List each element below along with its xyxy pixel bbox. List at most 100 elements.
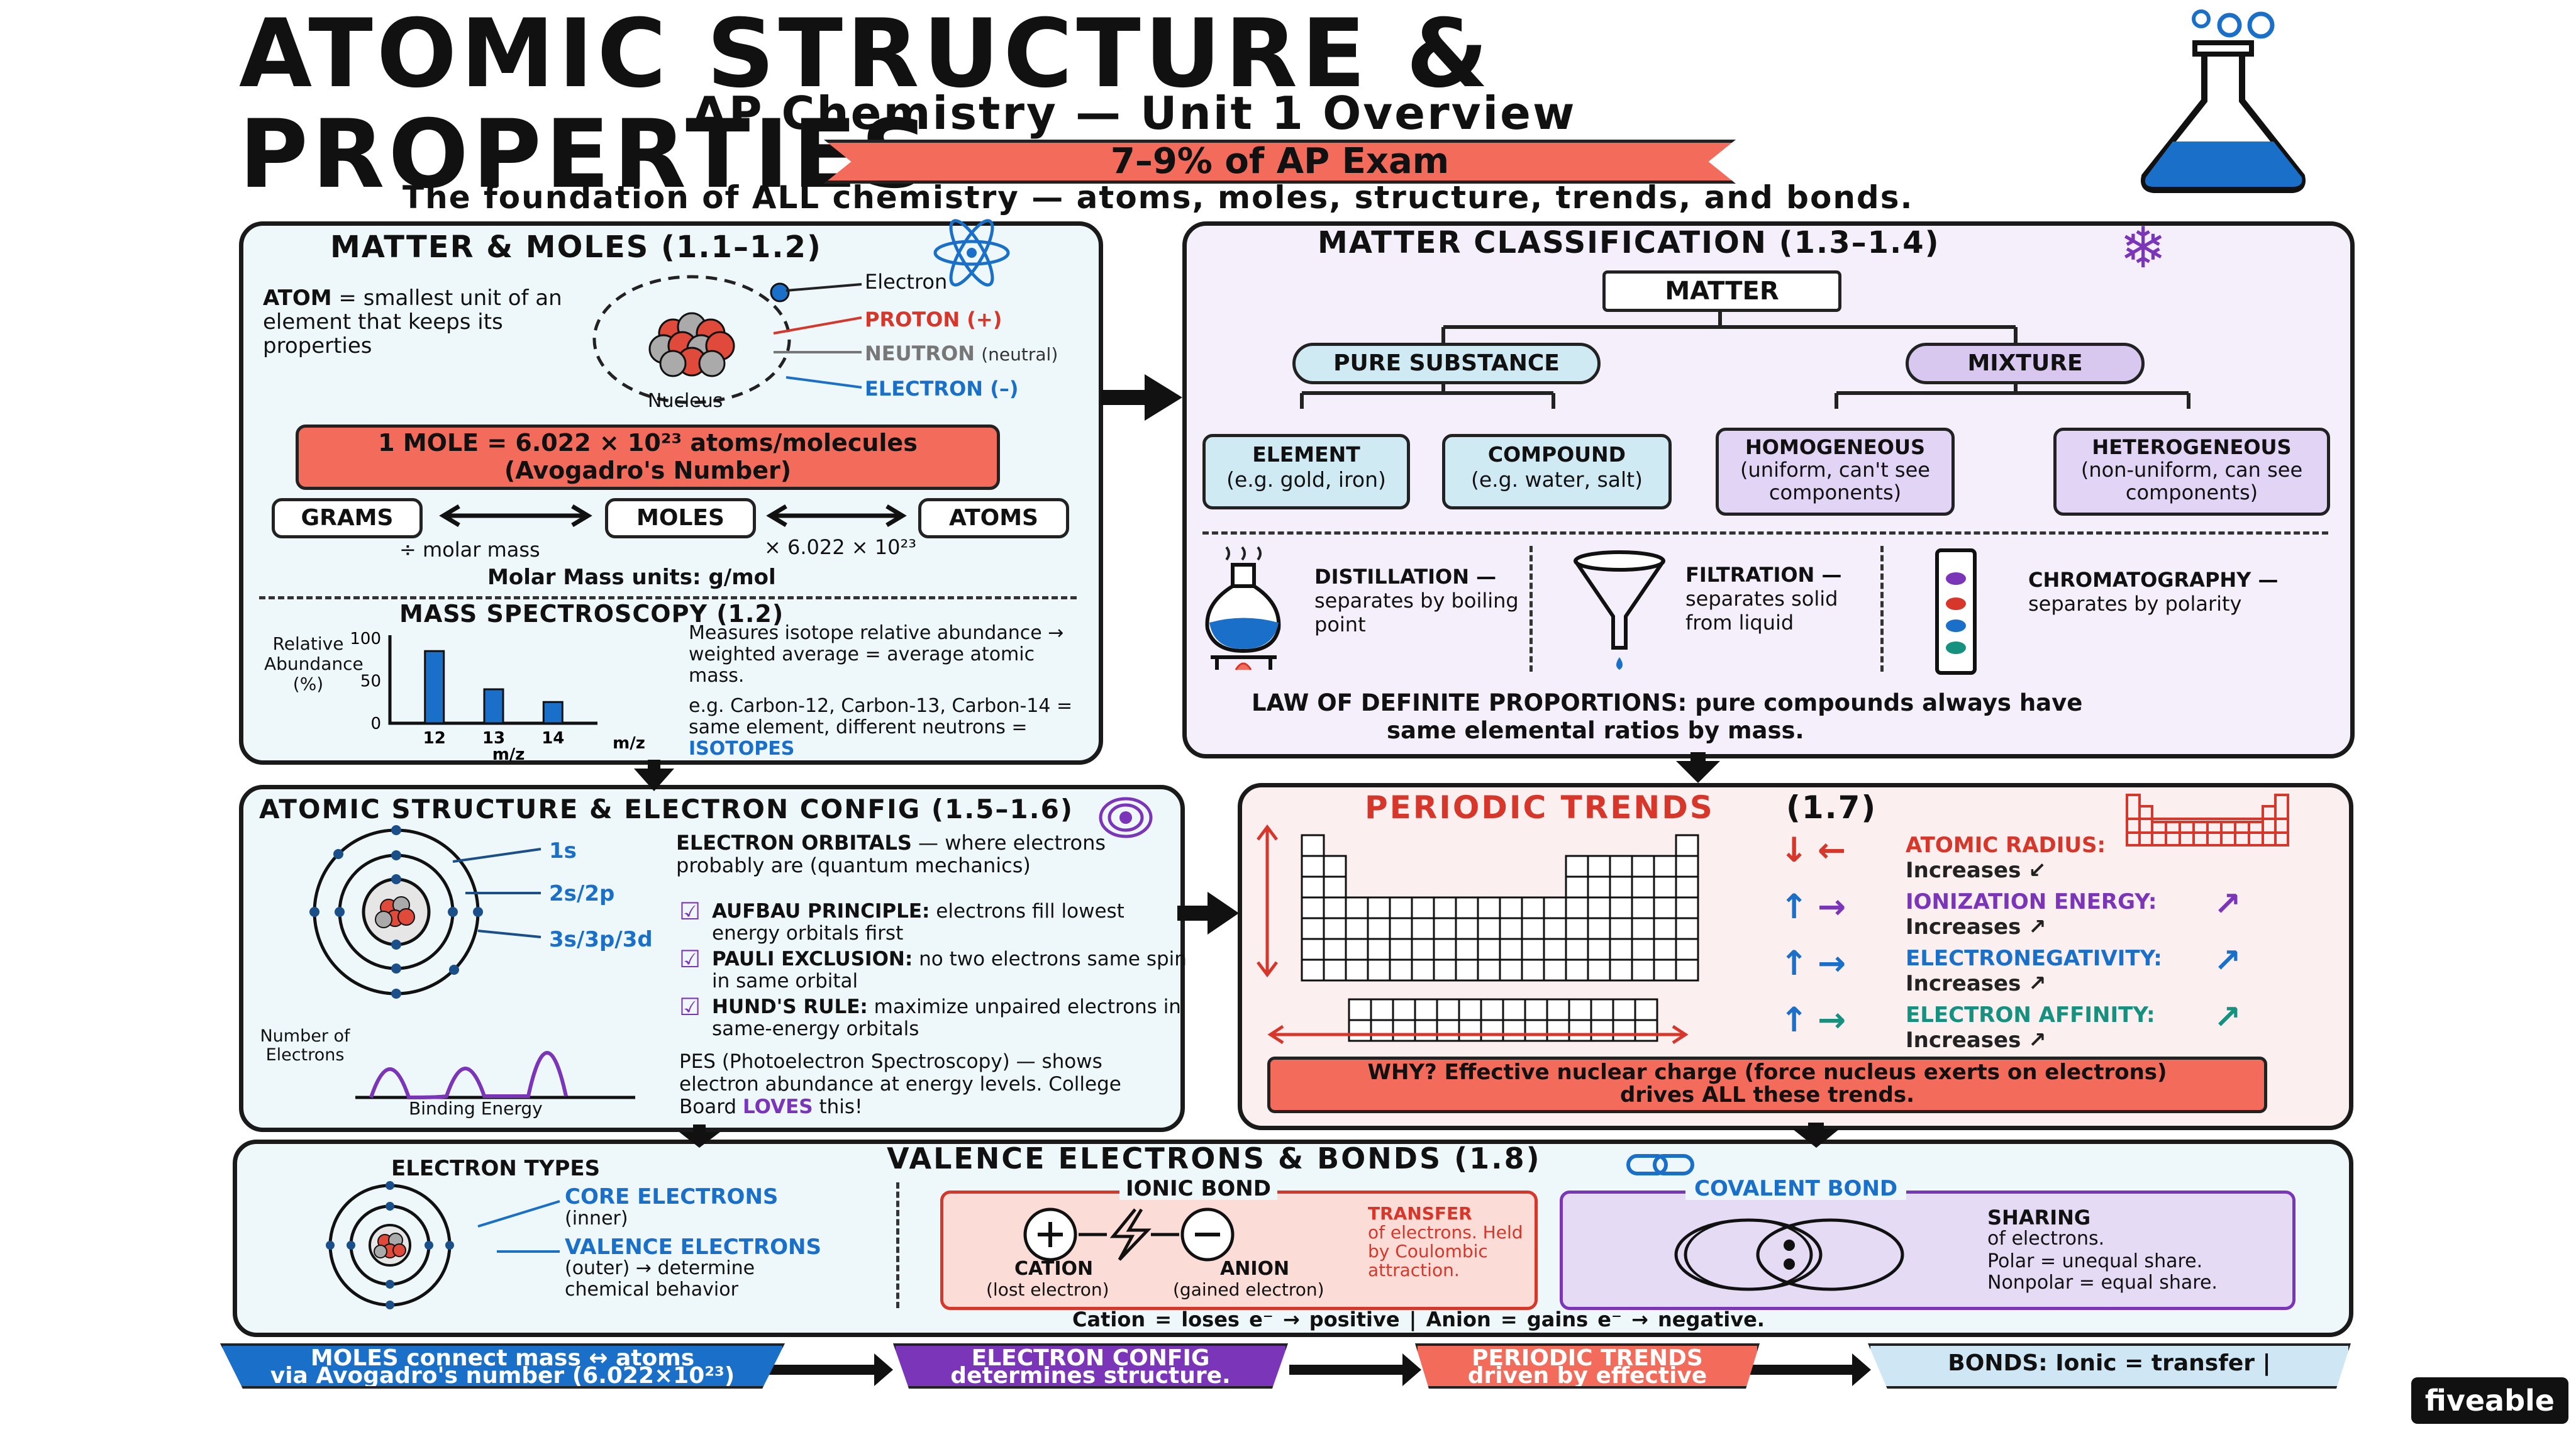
- compound-label: COMPOUND: [1487, 442, 1626, 467]
- atom-diagram: [592, 275, 791, 404]
- mass-spec-title: MASS SPECTROSCOPY (1.2): [399, 600, 784, 628]
- distillation-icon: [1205, 546, 1281, 670]
- trend-name: ELECTRON AFFINITY:: [1906, 1002, 2155, 1028]
- x-tick-label: 12: [423, 729, 446, 748]
- sharing-label: SHARING: [1987, 1206, 2091, 1230]
- trend-item: ↓← ATOMIC RADIUS:Increases ↙: [1780, 830, 2321, 884]
- pes-description: PES (Photoelectron Spectroscopy) — shows…: [679, 1050, 1121, 1118]
- atom-icon: [933, 219, 1010, 287]
- down-arrow-icon: ↓: [1780, 830, 1809, 870]
- electron-charge-label: ELECTRON (–): [865, 377, 1019, 401]
- atom-definition: = smallest unit of an element that keeps…: [263, 286, 562, 358]
- y-tick-label: 0: [370, 714, 381, 733]
- classification-tree-lines: [1300, 308, 2190, 409]
- page-title: ATOMIC STRUCTURE & PROPERTIES: [239, 0, 1492, 209]
- valence-electrons-label: VALENCE ELECTRONS: [565, 1235, 821, 1260]
- tagline: The foundation of ALL chemistry — atoms,…: [402, 179, 1914, 216]
- x-tick-label: 13: [482, 729, 505, 748]
- homogeneous-node: HOMOGENEOUS (uniform, can't see componen…: [1716, 428, 1955, 516]
- avogadro-label: (Avogadro's Number): [504, 457, 792, 484]
- atoms-box: ATOMS: [918, 498, 1069, 538]
- distillation-label: DISTILLATION —: [1314, 565, 1497, 589]
- divide-molar-mass: ÷ molar mass: [399, 538, 540, 562]
- ribbon-line: BONDS: Ionic = transfer |: [1948, 1350, 2271, 1376]
- ribbon-line: ELECTRON CONFIG: [971, 1345, 1210, 1371]
- electron-label: Electron: [865, 270, 948, 294]
- trend-name: ATOMIC RADIUS:: [1906, 833, 2106, 858]
- trend-item: ↑→ELECTRON AFFINITY:Increases ↗↗: [1780, 999, 2321, 1054]
- trend-name: ELECTRONEGATIVITY:: [1906, 946, 2162, 971]
- molar-mass-units: Molar Mass units: g/mol: [487, 565, 776, 590]
- trend-item: ↑→ELECTRONEGATIVITY:Increases ↗↗: [1780, 942, 2321, 997]
- conversion-arrows: [439, 504, 907, 528]
- periodic-table-icon: [2126, 794, 2289, 847]
- y-tick-label: 100: [350, 630, 381, 648]
- element-node: ELEMENT (e.g. gold, iron): [1202, 434, 1410, 509]
- pes-ylabel: Number of Electrons: [260, 1026, 350, 1065]
- nonpolar-desc: Nonpolar = equal share.: [1987, 1272, 2218, 1294]
- isotopes-label: ISOTOPES: [689, 738, 795, 760]
- ribbon-line: PERIODIC TRENDS: [1472, 1345, 1703, 1371]
- summary-ribbon: BONDS: Ionic = transfer |: [1868, 1343, 2351, 1389]
- heterogeneous-label: HETEROGENEOUS: [2092, 435, 2292, 459]
- divider: [1530, 546, 1533, 672]
- law-definite-proportions-2: same elemental ratios by mass.: [1387, 717, 1804, 744]
- covalent-bond-label: COVALENT BOND: [1685, 1177, 1907, 1200]
- trend-note: Increases ↗: [1906, 914, 2046, 940]
- right-arrow-icon: →: [1818, 943, 1846, 983]
- why-text-2: drives ALL these trends.: [1620, 1082, 1914, 1108]
- pauli-label: PAULI EXCLUSION:: [712, 948, 913, 970]
- cation-label: CATION: [1014, 1258, 1094, 1280]
- pes-spectrum: [355, 1051, 635, 1100]
- x-tick-label: 14: [541, 729, 564, 748]
- bonds-title: VALENCE ELECTRONS & BONDS (1.8): [887, 1141, 1541, 1175]
- mole-definition-box: 1 MOLE = 6.022 × 10²³ atoms/molecules (A…: [296, 425, 1000, 490]
- orbitals-label: ELECTRON ORBITALS: [676, 831, 912, 855]
- electron-shells-diagram: [309, 825, 483, 999]
- chart-axis: [388, 635, 597, 725]
- ionic-transfer-diagram: [1023, 1208, 1235, 1262]
- isotope-example: e.g. Carbon-12, Carbon-13, Carbon-14 = s…: [689, 695, 1073, 738]
- valence-electrons-desc: (outer) → determine chemical behavior: [565, 1257, 755, 1301]
- divider: [1202, 531, 2328, 535]
- atom-label-lines: [773, 283, 862, 389]
- heterogeneous-desc: (non-uniform, can see components): [2080, 458, 2303, 504]
- atomic-structure-title: ATOMIC STRUCTURE & ELECTRON CONFIG (1.5–…: [259, 794, 1074, 824]
- why-text: WHY? Effective nuclear charge (force nuc…: [1367, 1060, 2167, 1085]
- filtration-label: FILTRATION —: [1685, 563, 1842, 587]
- element-label: ELEMENT: [1252, 442, 1360, 467]
- heterogeneous-node: HETEROGENEOUS (non-uniform, can see comp…: [2053, 428, 2330, 516]
- hund-label: HUND'S RULE:: [712, 996, 868, 1018]
- core-electrons-label: CORE ELECTRONS: [565, 1184, 779, 1209]
- trend-note: Increases ↙: [1906, 858, 2046, 883]
- y-tick-label: 50: [360, 672, 381, 691]
- covalent-bond-box: [1560, 1191, 2296, 1310]
- neutron-label: NEUTRON: [865, 341, 975, 365]
- compound-example: (e.g. water, salt): [1471, 467, 1643, 492]
- aufbau-desc: electrons fill lowest energy orbitals fi…: [712, 900, 1124, 945]
- moles-box: MOLES: [605, 498, 756, 538]
- shell-3s3p3d: 3s/3p/3d: [549, 927, 653, 952]
- mole-definition: 1 MOLE = 6.022 × 10²³ atoms/molecules: [378, 429, 918, 457]
- times-avogadro: × 6.022 × 10²³: [764, 535, 917, 559]
- periodic-trends-title: PERIODIC TRENDS: [1365, 789, 1714, 826]
- periodic-table-grid: [1257, 824, 1699, 1045]
- electron-types-label: ELECTRON TYPES: [391, 1156, 601, 1181]
- right-arrow-icon: →: [1818, 1000, 1846, 1040]
- orbital-icon: [1099, 797, 1153, 838]
- bar-13: [483, 688, 504, 724]
- pauli-item: ☑ PAULI EXCLUSION: no two electrons same…: [679, 947, 1190, 992]
- chromatography-desc: separates by polarity: [2028, 592, 2242, 616]
- matter-moles-panel: [239, 221, 1103, 765]
- nucleus-label: Nucleus: [648, 390, 723, 412]
- core-electrons-desc: (inner): [565, 1208, 628, 1230]
- chromatography-icon: [1935, 548, 1977, 675]
- cation-desc: (lost electron): [986, 1279, 1109, 1300]
- mixture-node: MIXTURE: [1906, 343, 2145, 384]
- left-arrow-icon: ←: [1818, 830, 1846, 870]
- trend-item: ↑→IONIZATION ENERGY:Increases ↗↗: [1780, 886, 2321, 941]
